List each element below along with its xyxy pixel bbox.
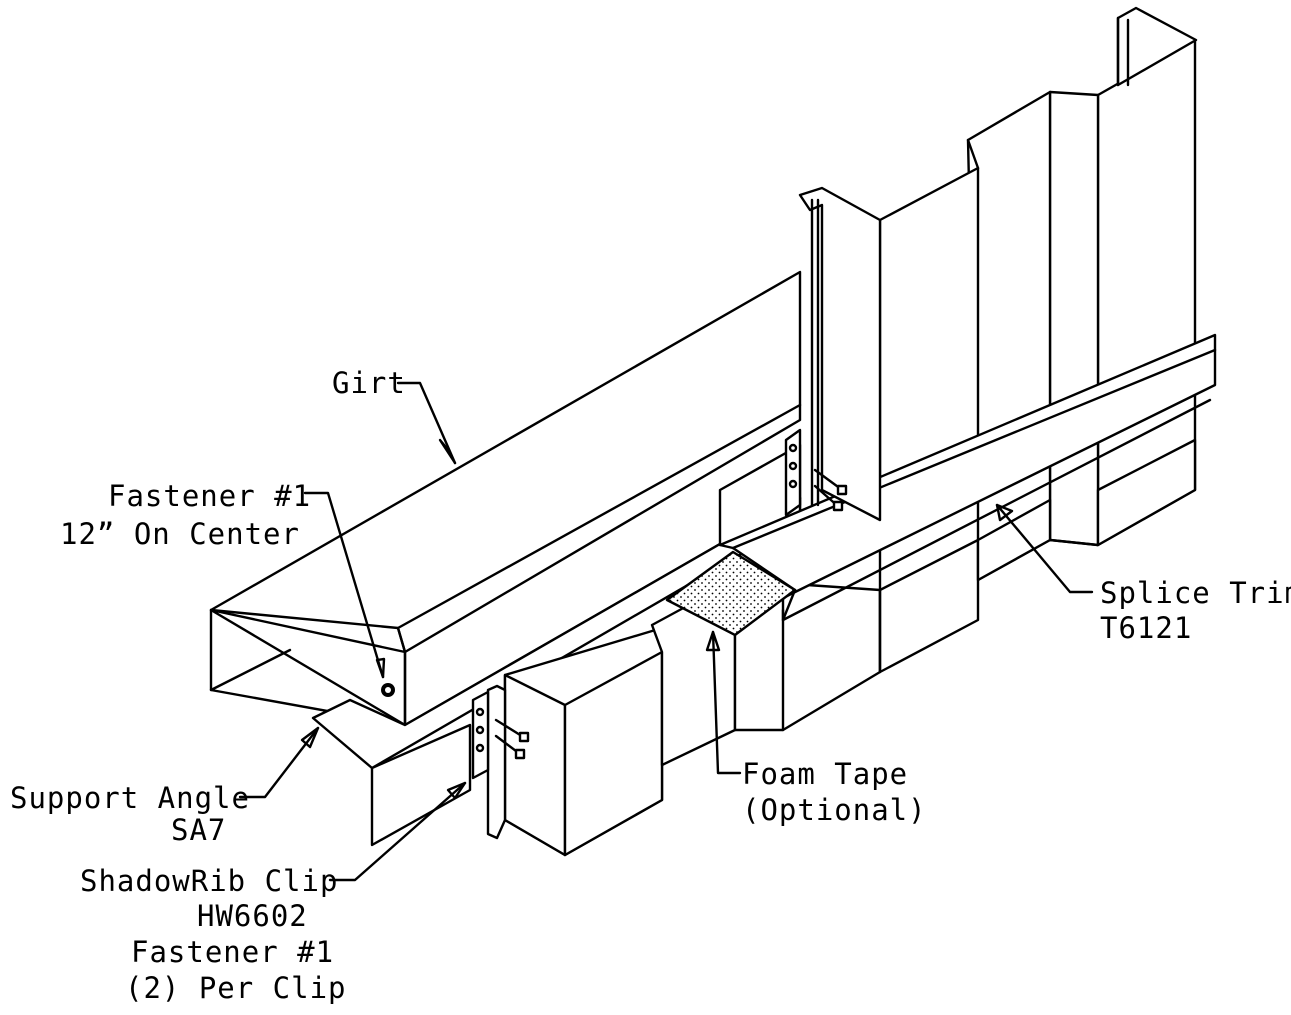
leader-lines: [238, 381, 1094, 882]
label-fastener-top-line2: 12” On Center: [60, 517, 300, 551]
label-support-angle-line1: Support Angle: [10, 781, 250, 815]
foam-tape-pad: [665, 550, 797, 637]
label-clip-line2: HW6602: [197, 899, 308, 933]
label-splice-trim-line2: T6121: [1100, 611, 1192, 645]
shadowrib-clip-lower: [471, 684, 530, 840]
girt-fastener: [381, 683, 395, 697]
label-clip-line1: ShadowRib Clip: [80, 864, 338, 898]
label-support-angle-line2: SA7: [171, 813, 226, 847]
splice-trim: [718, 333, 1217, 622]
label-foam-tape-line2: (Optional): [742, 793, 927, 827]
label-foam-tape-line1: Foam Tape: [742, 757, 908, 791]
shadowrib-clip-upper: [784, 186, 882, 522]
label-clip-line3: Fastener #1: [131, 935, 334, 969]
label-fastener-top-line1: Fastener #1: [108, 479, 311, 513]
label-clip-line4: (2) Per Clip: [125, 971, 347, 1005]
label-splice-trim-line1: Splice Trim: [1100, 576, 1291, 610]
label-girt: Girt: [332, 366, 406, 400]
